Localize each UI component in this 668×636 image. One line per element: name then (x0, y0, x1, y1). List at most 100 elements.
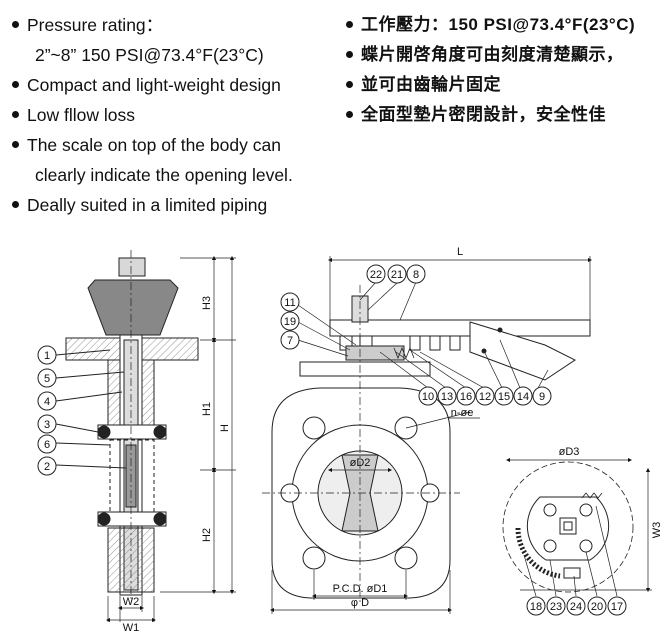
bullet-icon (12, 201, 19, 209)
screw-hole-3 (543, 539, 557, 553)
dim-label-od2: øD2 (350, 457, 371, 469)
callout-3: 3 (37, 414, 57, 434)
svg-text:17: 17 (611, 601, 623, 613)
bullet-icon (12, 111, 19, 119)
svg-text:9: 9 (539, 391, 545, 403)
bullet-icon (12, 141, 19, 149)
indicator-tab (563, 567, 581, 579)
handle-lever (329, 319, 591, 337)
feature-scale-continued: clearly indicate the opening level. (35, 165, 293, 185)
leader-1 (55, 349, 111, 356)
feature-limited-piping: Deally suited in a limited piping (10, 190, 340, 220)
svg-text:23: 23 (550, 601, 562, 613)
svg-text:6: 6 (44, 439, 50, 451)
bolt-hole-4 (394, 546, 418, 570)
callout-17: 17 (607, 596, 627, 616)
svg-text:20: 20 (591, 601, 603, 613)
detail-callouts: 18 23 24 20 17 (526, 596, 627, 616)
neck-plate (299, 361, 431, 377)
callout-20: 20 (587, 596, 607, 616)
dim-label-h3: H3 (201, 296, 213, 310)
svg-text:7: 7 (287, 335, 293, 347)
svg-text:22: 22 (370, 269, 382, 281)
section-view (55, 250, 236, 623)
feature-zh-gear-lock: 並可由齒輪片固定 (344, 70, 664, 100)
svg-text:10: 10 (422, 391, 434, 403)
disc-outline (109, 439, 155, 513)
svg-text:4: 4 (44, 396, 50, 408)
detail-view (502, 457, 652, 597)
leader-5 (55, 371, 125, 379)
section-dim-labels: H3 H1 H H2 W2 W1 (123, 296, 231, 634)
callout-5: 5 (37, 368, 57, 388)
handle-trigger (469, 321, 576, 381)
leader-4 (55, 391, 123, 402)
detail-outline (502, 461, 634, 593)
feature-zh-gasket: 全面型墊片密閉設計，安全性佳 (344, 100, 664, 130)
svg-text:12: 12 (479, 391, 491, 403)
callout-21: 21 (387, 264, 407, 284)
bullet-icon (346, 110, 353, 118)
dim-label-w1: W1 (123, 622, 140, 634)
front-view (262, 256, 593, 614)
callout-22: 22 (366, 264, 386, 284)
front-callouts: 22 21 8 11 19 7 10 13 16 12 15 14 9 (280, 264, 552, 406)
callout-11: 11 (280, 292, 300, 312)
handle-cap (87, 279, 179, 336)
feature-list-chinese: 工作壓力：150 PSI@73.4°F(23°C) 蝶片開啓角度可由刻度清楚顯示… (344, 10, 664, 130)
top-nut (118, 257, 146, 277)
dim-label-h: H (219, 424, 231, 432)
leader-6 (55, 442, 111, 446)
bullet-icon (12, 81, 19, 89)
dim-label-w3: W3 (651, 522, 663, 539)
svg-text:11: 11 (284, 297, 295, 309)
front-dim-labels: L n-øe øD2 P.C.D. øD1 φ D (333, 246, 474, 609)
dim-label-l: L (457, 246, 463, 258)
dim-label-n-oe: n-øe (451, 407, 474, 419)
svg-text:14: 14 (517, 391, 529, 403)
screw-hole-4 (579, 539, 593, 553)
callout-9: 9 (532, 386, 552, 406)
svg-text:24: 24 (570, 601, 582, 613)
feature-compact-design: Compact and light-weight design (10, 70, 340, 100)
screw-hole-1 (543, 503, 557, 517)
dim-label-h2: H2 (201, 528, 213, 542)
svg-text:2: 2 (44, 461, 50, 473)
bolt-hole-3 (302, 546, 326, 570)
feature-zh-scale: 蝶片開啓角度可由刻度清楚顯示， (344, 40, 664, 70)
callout-19: 19 (280, 311, 300, 331)
feature-list: Pressure rating： 2”~8” 150 PSI@73.4°F(23… (0, 0, 668, 235)
callout-16: 16 (456, 386, 476, 406)
callout-1: 1 (37, 345, 57, 365)
feature-pressure-rating: Pressure rating： (10, 10, 340, 40)
svg-text:13: 13 (441, 391, 453, 403)
screw-hole-2 (579, 503, 593, 517)
callout-12: 12 (475, 386, 495, 406)
o-ring-right-lower (153, 512, 167, 526)
leader-2 (55, 464, 127, 469)
svg-text:19: 19 (284, 316, 296, 328)
callout-13: 13 (437, 386, 457, 406)
feature-zh-pressure: 工作壓力：150 PSI@73.4°F(23°C) (344, 10, 664, 40)
feature-low-flow-loss: Low fllow loss (10, 100, 340, 130)
dim-label-w2: W2 (123, 596, 140, 608)
o-ring-right (153, 425, 167, 439)
feature-list-english: Pressure rating： 2”~8” 150 PSI@73.4°F(23… (10, 10, 340, 220)
callout-2: 2 (37, 456, 57, 476)
svg-text:18: 18 (530, 601, 542, 613)
bullet-icon (346, 20, 353, 28)
svg-text:16: 16 (460, 391, 472, 403)
bolt-hole-1 (302, 416, 326, 440)
callout-14: 14 (513, 386, 533, 406)
callout-6: 6 (37, 434, 57, 454)
callout-15: 15 (494, 386, 514, 406)
callout-23: 23 (546, 596, 566, 616)
svg-text:8: 8 (413, 269, 419, 281)
dim-label-pcd: P.C.D. øD1 (333, 583, 388, 595)
bullet-icon (346, 80, 353, 88)
callout-7: 7 (280, 330, 300, 350)
svg-text:5: 5 (44, 373, 50, 385)
detail-dim-labels: øD3 W3 (559, 446, 663, 538)
svg-text:15: 15 (498, 391, 510, 403)
